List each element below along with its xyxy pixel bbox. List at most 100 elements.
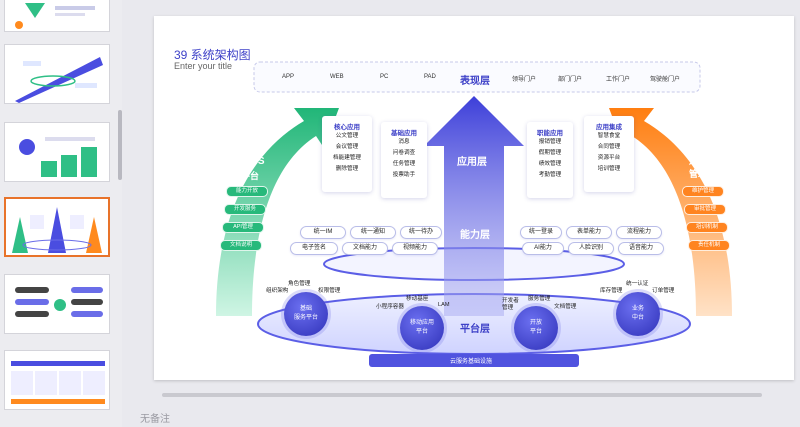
capability-pill: 人脸识别	[568, 242, 614, 255]
capability-pill: 文档能力	[342, 242, 388, 255]
card-title: 基础应用	[391, 130, 417, 137]
business-middle-platform-circle: 业务中台	[616, 292, 660, 336]
green-arrow	[216, 108, 339, 316]
integration-apps-card: 应用集成 智慧食堂 合同管理 资源平台 培训管理	[584, 116, 634, 192]
pass-item: 开发服务	[224, 204, 266, 215]
thumbnail-preview-5	[15, 287, 103, 317]
card-item: 问卷调查	[392, 150, 416, 156]
platform-annotation: 移动基座	[406, 296, 429, 302]
core-apps-card: 核心应用 公文管理 会议管理 档能建管理 删除管理	[322, 116, 372, 192]
orange-arrow	[609, 108, 732, 316]
thumbnail-scrollbar[interactable]	[118, 110, 122, 180]
card-item: 报销管理	[538, 139, 562, 145]
top-bar-item: 领导门户	[512, 77, 537, 83]
capability-pill: 统一IM	[300, 226, 346, 239]
platform-layer-label: 平台层	[460, 324, 490, 335]
top-bar-item: WEB	[330, 74, 344, 80]
thumbnail-preview-4	[12, 207, 102, 253]
card-item: 假期管理	[538, 150, 562, 156]
canvas-horizontal-scrollbar[interactable]	[162, 393, 762, 397]
pass-item: 能力开放	[226, 186, 268, 197]
cloud-strip	[369, 354, 579, 367]
card-item: 会议管理	[335, 144, 359, 150]
card-item: 公文管理	[335, 133, 359, 139]
slide-thumbnail-panel	[0, 0, 123, 427]
card-item: 投票助手	[392, 172, 416, 178]
card-item: 考勤管理	[538, 172, 562, 178]
platform-annotation: 文档管理	[554, 304, 577, 310]
card-item: 资源平台	[597, 155, 621, 161]
notes-placeholder[interactable]: 无备注	[140, 414, 170, 425]
workplace-apps-card: 职能应用 报销管理 假期管理 绩效管理 考勤管理	[527, 122, 573, 198]
blue-arrow	[424, 96, 524, 316]
thumbnail-preview-3	[19, 137, 97, 177]
card-item: 合同管理	[597, 144, 621, 150]
capability-pill: AI能力	[522, 242, 564, 255]
top-bar-item: PC	[380, 74, 389, 80]
platform-annotation: 订单管理	[652, 288, 675, 294]
thumbnail-preview-1	[15, 3, 95, 29]
card-item: 消息	[398, 139, 410, 145]
top-bar-item: 驾驶舱门户	[650, 77, 681, 83]
platform-annotation: 服务管理	[528, 296, 551, 302]
capability-pill: 流程能力	[616, 226, 662, 239]
platform-annotation: 组织架构	[266, 288, 289, 294]
card-item: 智慧食堂	[597, 133, 621, 139]
slide-thumbnail-6[interactable]	[4, 350, 110, 410]
pass-item: API管理	[222, 222, 264, 233]
thumbnail-preview-2	[15, 57, 103, 103]
slide-thumbnail-3[interactable]	[4, 122, 110, 182]
ops-item: 审批管理	[684, 204, 726, 215]
ops-item: 培训机制	[686, 222, 728, 233]
architecture-diagram-graphics	[216, 61, 732, 367]
top-bar-item: 部门门户	[558, 77, 583, 83]
mobile-app-platform-circle: 移动应用平台	[400, 306, 444, 350]
platform-annotation: 小程序容器	[376, 304, 404, 310]
top-bar-item: APP	[282, 74, 295, 80]
ops-item: 维护管理	[682, 186, 724, 197]
slide-thumbnail-2[interactable]	[4, 44, 110, 104]
slide-subtitle: Enter your title	[174, 61, 233, 71]
capability-pill: 统一通知	[350, 226, 396, 239]
slide-thumbnail-5[interactable]	[4, 274, 110, 334]
top-bar-item: 工作门户	[606, 77, 631, 83]
platform-annotation: 开发者管理	[502, 298, 519, 311]
capability-pill: 语音能力	[618, 242, 664, 255]
presentation-layer-label: 表现层	[460, 76, 490, 87]
capability-pill: 统一登录	[520, 226, 562, 239]
capability-pill: 视频能力	[392, 242, 438, 255]
slide-canvas: ••• 39 系统架构图 Enter your title	[122, 0, 800, 427]
presentation-layer-bar	[253, 61, 701, 93]
pass-title-line1: PASS	[238, 156, 265, 167]
top-bar-item: PAD	[424, 74, 436, 80]
platform-annotation: 统一认证	[626, 281, 649, 287]
pass-item: 文档说明	[220, 240, 262, 251]
card-title: 职能应用	[537, 130, 563, 137]
card-title: 核心应用	[334, 124, 360, 131]
card-item: 培训管理	[597, 166, 621, 172]
platform-annotation: 权限管理	[318, 288, 341, 294]
capability-layer-label: 能力层	[460, 230, 490, 241]
slide-current[interactable]: 39 系统架构图 Enter your title APP WEB PC PAD…	[154, 16, 794, 380]
slide-thumbnail-4[interactable]	[4, 197, 110, 257]
basic-service-platform-circle: 基础服务平台	[284, 292, 328, 336]
card-title: 应用集成	[596, 124, 622, 131]
thumbnail-preview-6	[11, 361, 105, 404]
card-item: 任务管理	[392, 161, 416, 167]
slide-thumbnail-1[interactable]	[4, 0, 110, 32]
cloud-infrastructure-label: 云服务基础设施	[450, 359, 493, 365]
ops-item: 责任机制	[688, 240, 730, 251]
ops-title-line2: 管理	[689, 169, 708, 179]
capability-pill: 表单能力	[566, 226, 612, 239]
card-item: 档能建管理	[333, 155, 361, 161]
open-platform-circle: 开放平台	[514, 306, 558, 350]
app-layer-label: 应用层	[457, 157, 487, 168]
pass-title-line2: 平台	[241, 171, 260, 181]
capability-pill: 电子签名	[290, 242, 338, 255]
platform-annotation: 库存管理	[600, 288, 623, 294]
platform-annotation: LAM	[438, 302, 450, 308]
ops-title-line1: 运营	[689, 156, 708, 166]
card-item: 删除管理	[335, 166, 359, 172]
basic-apps-card: 基础应用 消息 问卷调查 任务管理 投票助手	[381, 122, 427, 198]
card-item: 绩效管理	[538, 161, 562, 167]
